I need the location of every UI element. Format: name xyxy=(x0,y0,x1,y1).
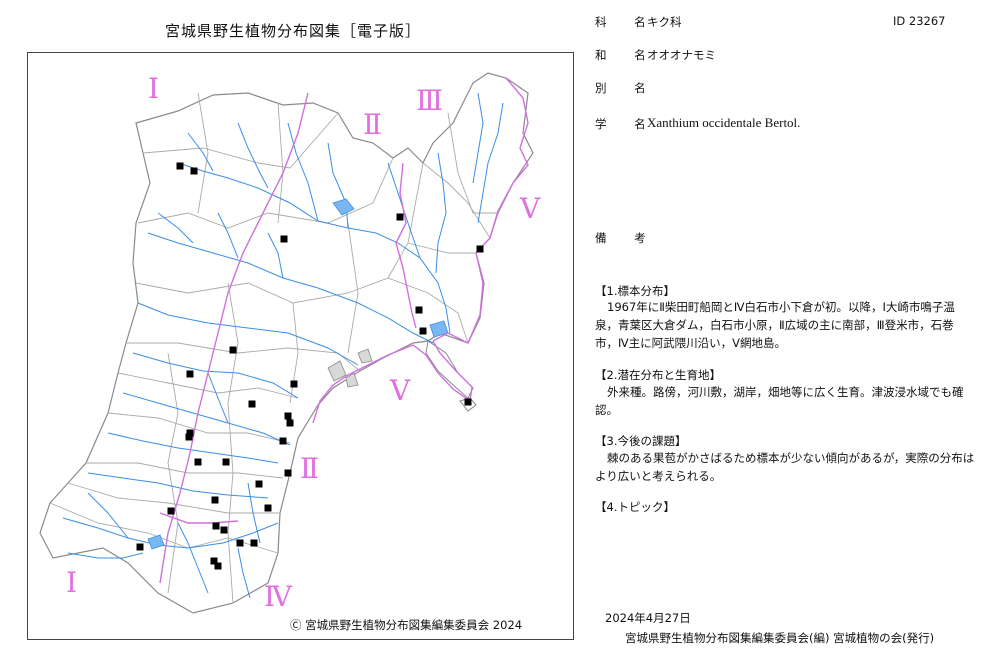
specimen-marker xyxy=(476,245,484,253)
specimen-marker xyxy=(284,469,292,477)
specimen-marker xyxy=(214,562,222,570)
municipal-borders xyxy=(49,92,498,604)
matsushima-bay-islands xyxy=(327,348,373,388)
remarks-label: 備 考 xyxy=(595,231,658,245)
specimen-marker xyxy=(264,504,272,512)
region-label-III: Ⅲ xyxy=(416,84,444,117)
specimen-marker xyxy=(286,419,294,427)
region-label-I-north: Ⅰ xyxy=(148,72,160,105)
japanese-name-label: 和 名 xyxy=(595,48,658,62)
map-copyright: Ⓒ 宮城県野生植物分布図集編集委員会 2024 xyxy=(290,618,523,632)
specimen-marker xyxy=(212,522,220,530)
specimen-marker xyxy=(290,380,298,388)
specimen-marker xyxy=(236,539,244,547)
prefecture-land xyxy=(39,72,534,614)
specimen-marker xyxy=(211,496,219,504)
specimen-marker xyxy=(190,167,198,175)
specimen-marker xyxy=(284,412,292,420)
coastline-north xyxy=(432,77,529,344)
specimen-marker xyxy=(464,398,472,406)
specimen-marker xyxy=(176,162,184,170)
specimen-marker xyxy=(222,458,230,466)
family-label: 科 名 xyxy=(595,15,658,29)
region-boundary-south xyxy=(159,512,239,524)
specimen-marker xyxy=(229,346,237,354)
specimen-marker xyxy=(186,370,194,378)
lakes xyxy=(147,198,449,550)
region-label-V-east: Ⅴ xyxy=(520,192,541,225)
specimen-marker xyxy=(396,213,404,221)
record-id: ID 23267 xyxy=(893,14,946,28)
publisher-line: 宮城県野生植物分布図集編集委員会(編) 宮城植物の会(発行) xyxy=(625,631,935,645)
region-label-IV: Ⅳ xyxy=(264,580,292,613)
specimen-marker xyxy=(167,507,175,515)
river-network xyxy=(62,92,504,599)
map-canvas xyxy=(39,72,534,614)
specimen-marker xyxy=(185,433,193,441)
specimen-marker xyxy=(248,400,256,408)
specimen-marker xyxy=(419,327,427,335)
coastline-bay xyxy=(312,340,473,424)
japanese-name-value: オオオナモミ xyxy=(647,48,716,62)
specimen-markers xyxy=(136,162,484,570)
region-boundaries xyxy=(159,77,529,584)
family-value: キク科 xyxy=(647,15,682,29)
section-body-potential-distribution: 外来種。路傍，河川敷，湖岸，畑地等に広く生育。津波浸水域でも確認。 xyxy=(595,385,964,417)
section-body-specimen-distribution: 1967年にⅡ柴田町船岡とⅣ白石市小下倉が初。以降，Ⅰ大崎市鳴子温泉，青葉区大倉… xyxy=(595,300,955,350)
section-heading-topic: 【4.トピック】 xyxy=(595,500,675,514)
prefecture-outline xyxy=(39,72,534,614)
specimen-marker xyxy=(279,437,287,445)
specimen-marker xyxy=(280,235,288,243)
region-boundary-east xyxy=(395,162,417,329)
region-boundary-west xyxy=(159,92,309,584)
section-heading-specimen-distribution: 【1.標本分布】 xyxy=(595,284,675,298)
scientific-name-label: 学 名 xyxy=(595,117,658,131)
scientific-name-value: Xanthium occidentale Bertol. xyxy=(647,115,801,130)
specimen-marker xyxy=(250,539,258,547)
publication-date: 2024年4月27日 xyxy=(605,611,691,625)
region-label-V-bay: Ⅴ xyxy=(390,374,411,407)
specimen-marker xyxy=(210,557,218,565)
specimen-marker xyxy=(194,458,202,466)
distribution-map: Ⅰ Ⅱ Ⅲ Ⅴ Ⅴ Ⅱ Ⅰ Ⅳ xyxy=(27,52,574,640)
izunuma-lake xyxy=(332,198,355,216)
alias-label: 別 名 xyxy=(595,81,658,95)
section-heading-potential-distribution: 【2.潜在分布と生育地】 xyxy=(595,368,721,382)
specimen-marker xyxy=(255,480,263,488)
section-body-future-issues: 棘のある果苞がかさばるため標本が少ない傾向があるが，実際の分布はより広いと考えら… xyxy=(595,451,975,483)
oshika-peninsula xyxy=(425,340,474,399)
specimen-marker xyxy=(136,543,144,551)
region-label-I-south: Ⅰ xyxy=(66,566,78,599)
atlas-title: 宮城県野生植物分布図集［電子版］ xyxy=(165,22,422,40)
specimen-marker xyxy=(220,526,228,534)
region-label-II-north: Ⅱ xyxy=(363,108,383,141)
specimen-marker xyxy=(186,429,194,437)
specimen-marker xyxy=(415,306,423,314)
section-heading-future-issues: 【3.今後の課題】 xyxy=(595,434,687,448)
region-label-II-south: Ⅱ xyxy=(300,452,320,485)
okura-dam-lake xyxy=(147,534,165,550)
